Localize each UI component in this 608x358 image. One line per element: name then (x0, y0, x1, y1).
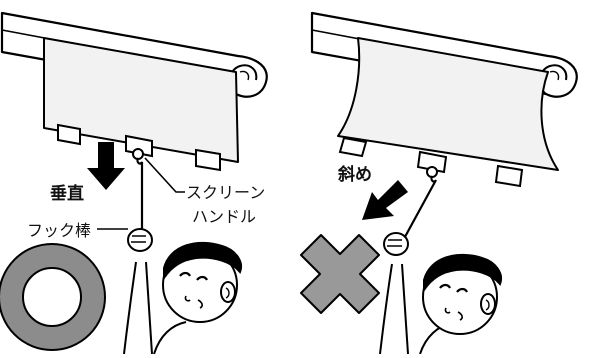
right-panel: 斜め (300, 11, 578, 355)
right-screen-sheet (337, 37, 559, 171)
right-direction-label: 斜め (337, 164, 372, 185)
hook-pole-label: フック棒 (27, 221, 91, 240)
screen-handle-label-line1: スクリーン (186, 183, 265, 202)
right-person-figure (379, 232, 502, 355)
left-hook-pole (136, 157, 144, 238)
left-bottom-tab-right (195, 148, 221, 172)
screen-handle-label-line2: ハンドル (192, 207, 256, 226)
left-direction-arrow (87, 142, 125, 190)
left-screen-handle (125, 134, 153, 160)
left-bottom-tab-left (57, 123, 81, 146)
left-direction-label: 垂直 (50, 183, 84, 204)
right-hook-pole (399, 175, 437, 247)
right-direction-arrow (362, 180, 408, 220)
left-panel: 垂直 フック棒 スクリーン ハンドル (0, 11, 268, 355)
circle-ok-icon (0, 243, 106, 351)
right-screen-handle (416, 150, 448, 178)
cross-ng-icon (300, 234, 380, 314)
right-bottom-tab-right (494, 164, 524, 188)
right-bottom-tab-left (338, 136, 368, 158)
handle-leader-line (144, 157, 185, 193)
left-screen-sheet (43, 37, 239, 163)
left-person-figure (123, 228, 242, 355)
